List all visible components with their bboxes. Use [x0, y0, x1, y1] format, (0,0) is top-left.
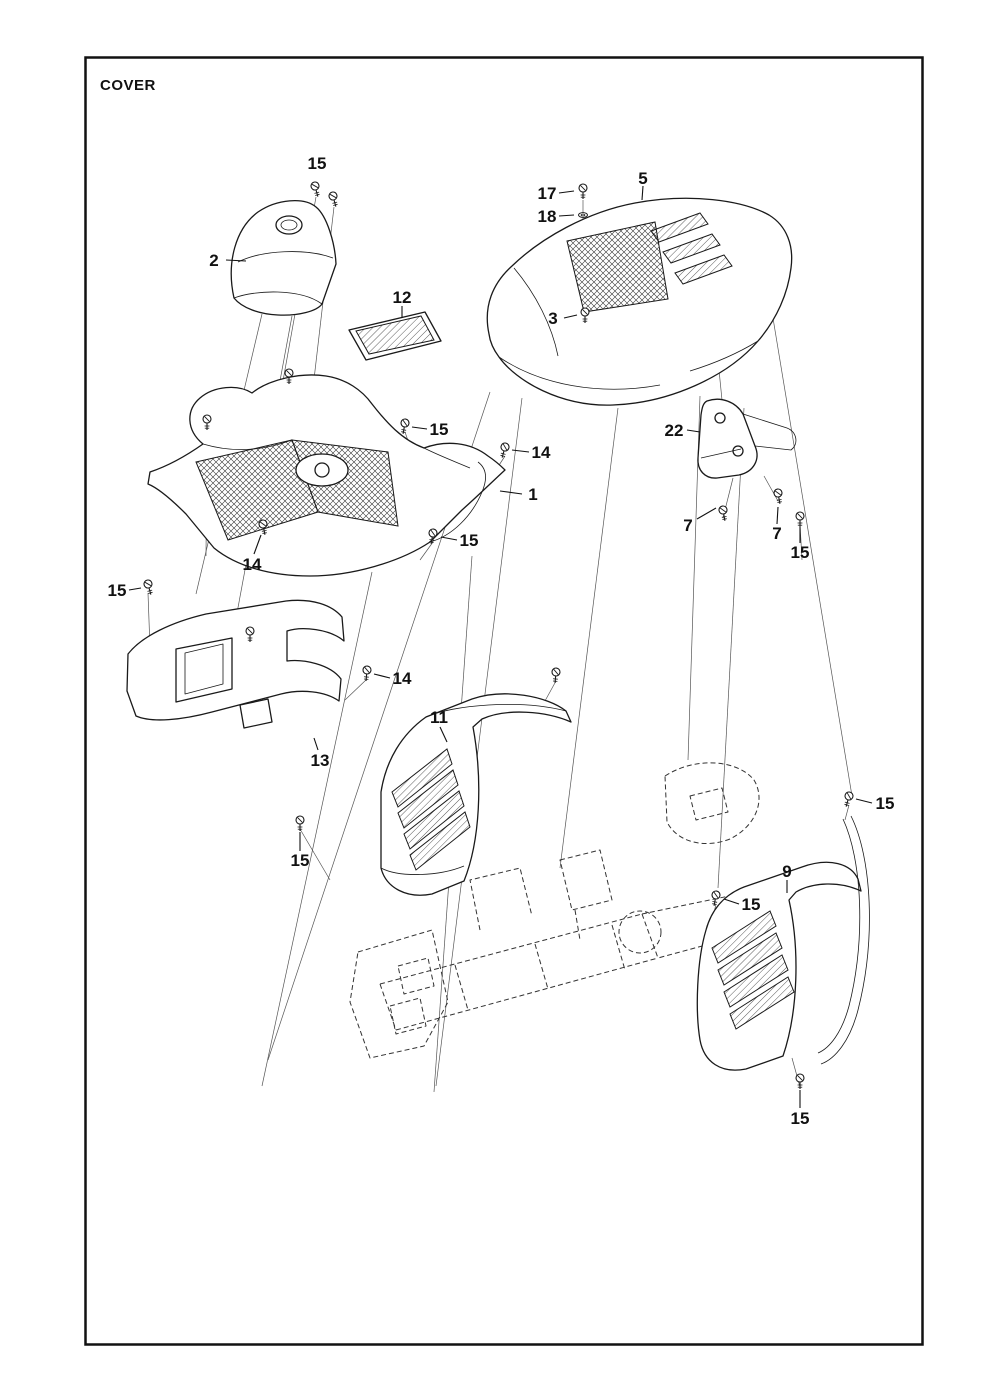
callout-15: 15 — [876, 794, 895, 813]
callout-14: 14 — [243, 555, 262, 574]
callout-5: 5 — [638, 169, 647, 188]
part-12-grille-insert — [348, 311, 442, 361]
callout-15: 15 — [460, 531, 479, 550]
washer-icon — [578, 212, 588, 218]
callout-layer: 15 17 18 5 2 12 3 15 14 1 22 7 7 15 14 15 15 14 11 13 15 15 9 1… — [108, 154, 895, 1128]
callout-15: 15 — [291, 851, 310, 870]
callout-17: 17 — [538, 184, 557, 203]
callout-12: 12 — [393, 288, 412, 307]
callout-15: 15 — [308, 154, 327, 173]
leader-lines — [128, 185, 873, 1108]
callout-22: 22 — [665, 421, 684, 440]
callout-14: 14 — [532, 443, 551, 462]
callout-3: 3 — [548, 309, 557, 328]
part-9-right-side-panel — [696, 815, 870, 1071]
callout-9: 9 — [782, 862, 791, 881]
part-11-left-side-panel — [380, 693, 572, 896]
callout-15: 15 — [791, 1109, 810, 1128]
callout-18: 18 — [538, 207, 557, 226]
page-title: COVER — [100, 77, 156, 94]
callout-7: 7 — [683, 516, 692, 535]
callout-13: 13 — [311, 751, 330, 770]
callout-2: 2 — [209, 251, 218, 270]
part-13-front-frame-cover — [126, 599, 345, 729]
callout-14: 14 — [393, 669, 412, 688]
part-5-hood — [486, 197, 793, 406]
part-2-console-cover — [230, 200, 337, 316]
callout-1: 1 — [528, 485, 537, 504]
part-22-bracket — [697, 398, 797, 479]
callout-15: 15 — [108, 581, 127, 600]
part-1-fender-assembly — [147, 374, 506, 577]
callout-15: 15 — [742, 895, 761, 914]
callout-15: 15 — [430, 420, 449, 439]
callout-11: 11 — [430, 708, 448, 727]
callout-15: 15 — [791, 543, 810, 562]
callout-7: 7 — [772, 524, 781, 543]
